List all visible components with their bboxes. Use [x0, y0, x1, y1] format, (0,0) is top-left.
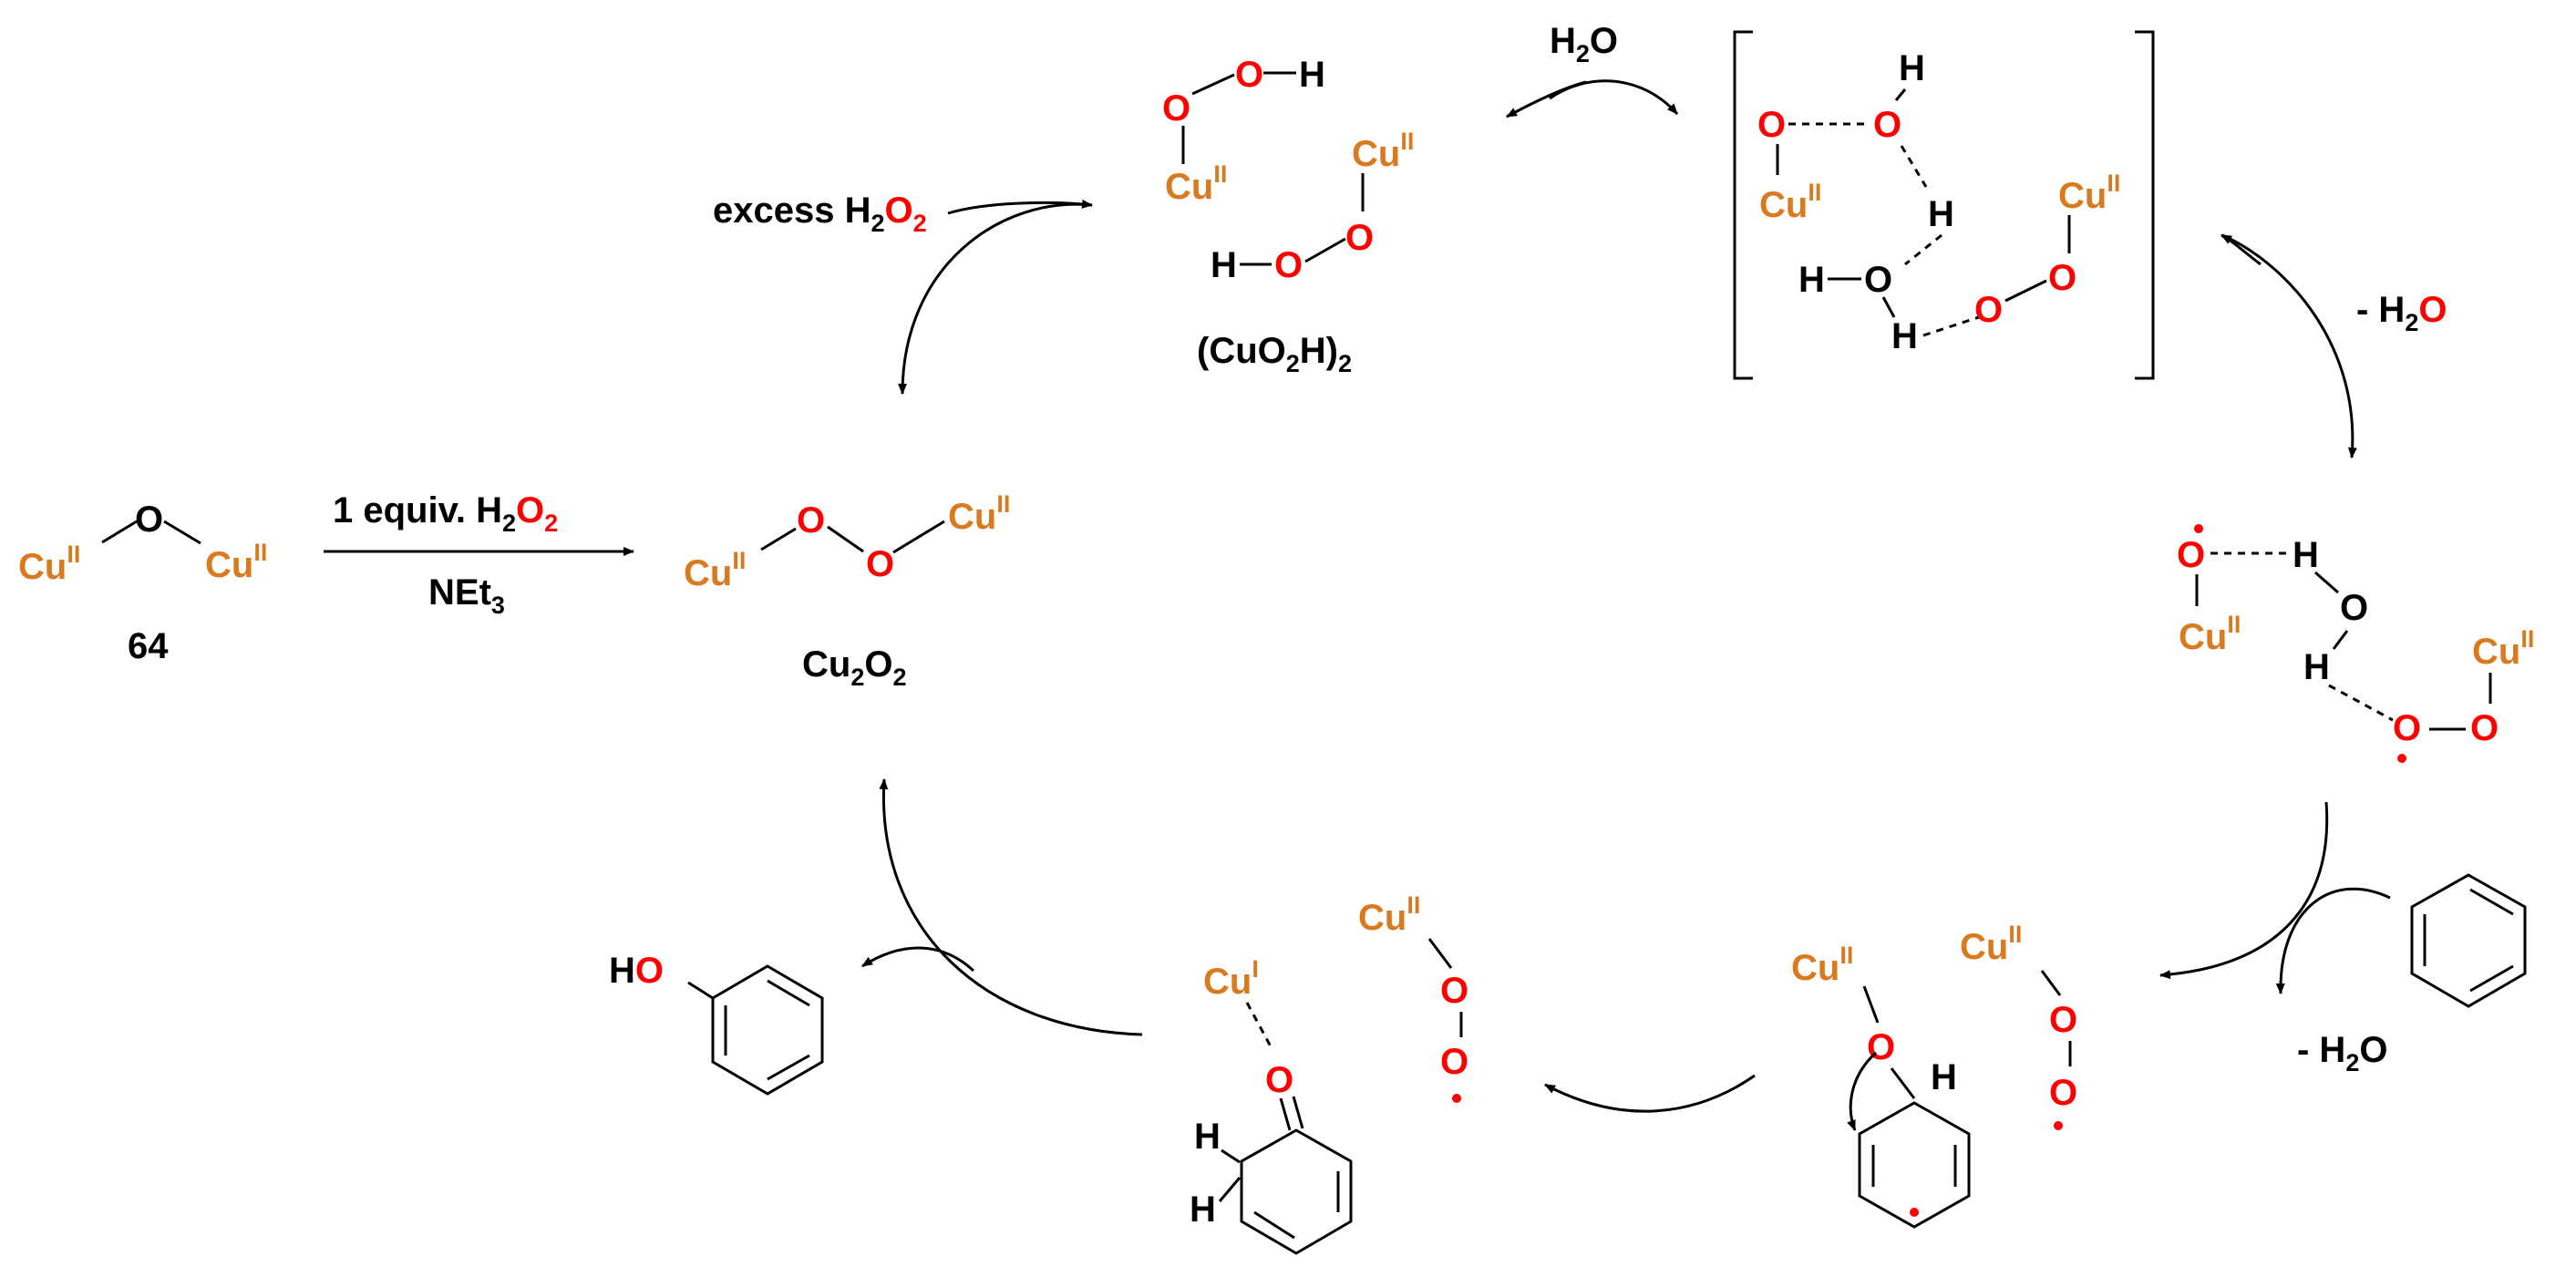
radical-water-complex: O H O H CuII O O CuII [2177, 524, 2534, 763]
svg-text:H: H [1211, 245, 1237, 285]
svg-text:O: O [1265, 1060, 1293, 1100]
svg-text:O: O [2393, 708, 2421, 748]
svg-text:H: H [1299, 55, 1325, 95]
bond [163, 520, 201, 545]
svg-text:HO: HO [609, 951, 664, 991]
water-loss-arrow-1: - H2O [2221, 233, 2447, 458]
svg-text:CuII: CuII [2472, 625, 2534, 672]
svg-text:CuII: CuII [1791, 942, 1853, 988]
svg-text:(CuO2H)2: (CuO2H)2 [1197, 331, 1352, 377]
svg-text:O: O [1974, 290, 2003, 330]
svg-text:CuII: CuII [1759, 179, 1821, 225]
svg-text:1 equiv. H2O2: 1 equiv. H2O2 [333, 490, 558, 537]
svg-text:CuII: CuII [2179, 611, 2241, 657]
svg-text:O: O [2340, 588, 2368, 628]
svg-text:H: H [1928, 194, 1954, 234]
benzene-addition-arrow: - H2O [2159, 801, 2391, 1076]
benzene-reagent [2410, 873, 2527, 1008]
svg-text:O: O [2177, 535, 2205, 575]
svg-text:CuII: CuII [1165, 160, 1227, 207]
svg-text:O: O [1867, 1027, 1895, 1067]
svg-text:H: H [1931, 1057, 1957, 1097]
svg-text:O: O [1864, 260, 1892, 300]
compound-cuo2h-dimer: O O H CuII CuII O O H (CuO2H)2 [1162, 55, 1414, 377]
svg-text:H: H [1899, 48, 1925, 88]
svg-text:H: H [1194, 1117, 1221, 1157]
svg-text:- H2O: - H2O [2356, 290, 2447, 336]
svg-text:NEt3: NEt3 [428, 572, 505, 619]
bond [2314, 571, 2339, 594]
bond [1279, 1097, 1292, 1131]
svg-text:O: O [1440, 971, 1468, 1011]
svg-text:- H2O: - H2O [2297, 1030, 2387, 1076]
svg-text:CuI: CuI [1203, 955, 1259, 1002]
svg-text:O: O [1162, 88, 1190, 129]
svg-text:O: O [1873, 105, 1901, 145]
bond [2040, 970, 2062, 996]
svg-text:CuII: CuII [205, 539, 267, 585]
bond [101, 520, 138, 544]
bond [1427, 938, 1453, 969]
svg-text:CuII: CuII [18, 541, 80, 587]
bond [1221, 1148, 1241, 1164]
excess-arrow-head [947, 199, 1093, 215]
bond [2004, 279, 2047, 303]
svg-text:O: O [1274, 245, 1303, 285]
bond [1304, 237, 1346, 263]
phenol-product: HO [609, 951, 824, 1096]
svg-text:O: O [797, 500, 825, 541]
svg-text:CuII: CuII [1960, 921, 2022, 967]
svg-text:H2O: H2O [1550, 21, 1618, 67]
svg-text:H: H [1798, 260, 1825, 300]
excess-h2o2-arrow: excess H2O2 [713, 191, 1093, 395]
svg-text:excess H2O2: excess H2O2 [713, 191, 927, 237]
svg-text:O: O [1440, 1042, 1468, 1082]
svg-text:H: H [1891, 316, 1918, 356]
svg-text:O: O [2049, 1000, 2077, 1040]
compound-number: 64 [128, 626, 169, 666]
svg-text:CuII: CuII [684, 547, 746, 593]
bracketed-water-complex: O O H H CuII O H H O O CuII [1733, 30, 2155, 380]
svg-text:CuII: CuII [2058, 170, 2120, 216]
bond [1881, 296, 1896, 318]
svg-text:CuII: CuII [948, 490, 1010, 537]
compound-64: CuII O CuII 64 [18, 499, 267, 666]
bond [1218, 1177, 1242, 1202]
svg-text:O: O [1235, 55, 1263, 95]
svg-text:CuII: CuII [1358, 891, 1420, 938]
bond [1890, 1067, 1916, 1099]
compound-cu2o2: CuII O O CuII Cu2O2 [684, 490, 1010, 691]
svg-text:H: H [1190, 1189, 1216, 1230]
cyclohexadienone-complex: CuI O H H CuII O O [1190, 891, 1468, 1255]
svg-text:O: O [2048, 258, 2076, 298]
water-loss-arrow-1-tail [2221, 233, 2262, 266]
reaction-arrow-1: 1 equiv. H2O2 NEt3 [324, 490, 634, 619]
bond [1292, 1096, 1304, 1129]
bond [2332, 630, 2349, 650]
svg-text:H: H [2293, 535, 2319, 575]
water-equilibrium-arrow: H2O [1506, 21, 1679, 118]
svg-text:O: O [1345, 218, 1374, 258]
svg-text:O: O [866, 544, 894, 584]
svg-text:O: O [1757, 105, 1786, 145]
reaction-arrow-rearrangement [1544, 1074, 1756, 1113]
bond [1862, 985, 1880, 1024]
svg-text:O: O [135, 499, 163, 540]
svg-text:O: O [2470, 708, 2499, 748]
svg-text:O: O [2049, 1073, 2077, 1113]
svg-text:Cu2O2: Cu2O2 [802, 644, 907, 691]
bond [892, 520, 945, 554]
bond [1894, 88, 1907, 101]
svg-text:CuII: CuII [1352, 128, 1414, 174]
bond [760, 527, 797, 551]
svg-text:H: H [2303, 647, 2330, 687]
bond [827, 525, 864, 553]
bond [1191, 73, 1235, 96]
arene-radical-complex: CuII O H CuII O O [1791, 921, 2077, 1229]
phenol-release-arrow [861, 778, 1143, 1036]
